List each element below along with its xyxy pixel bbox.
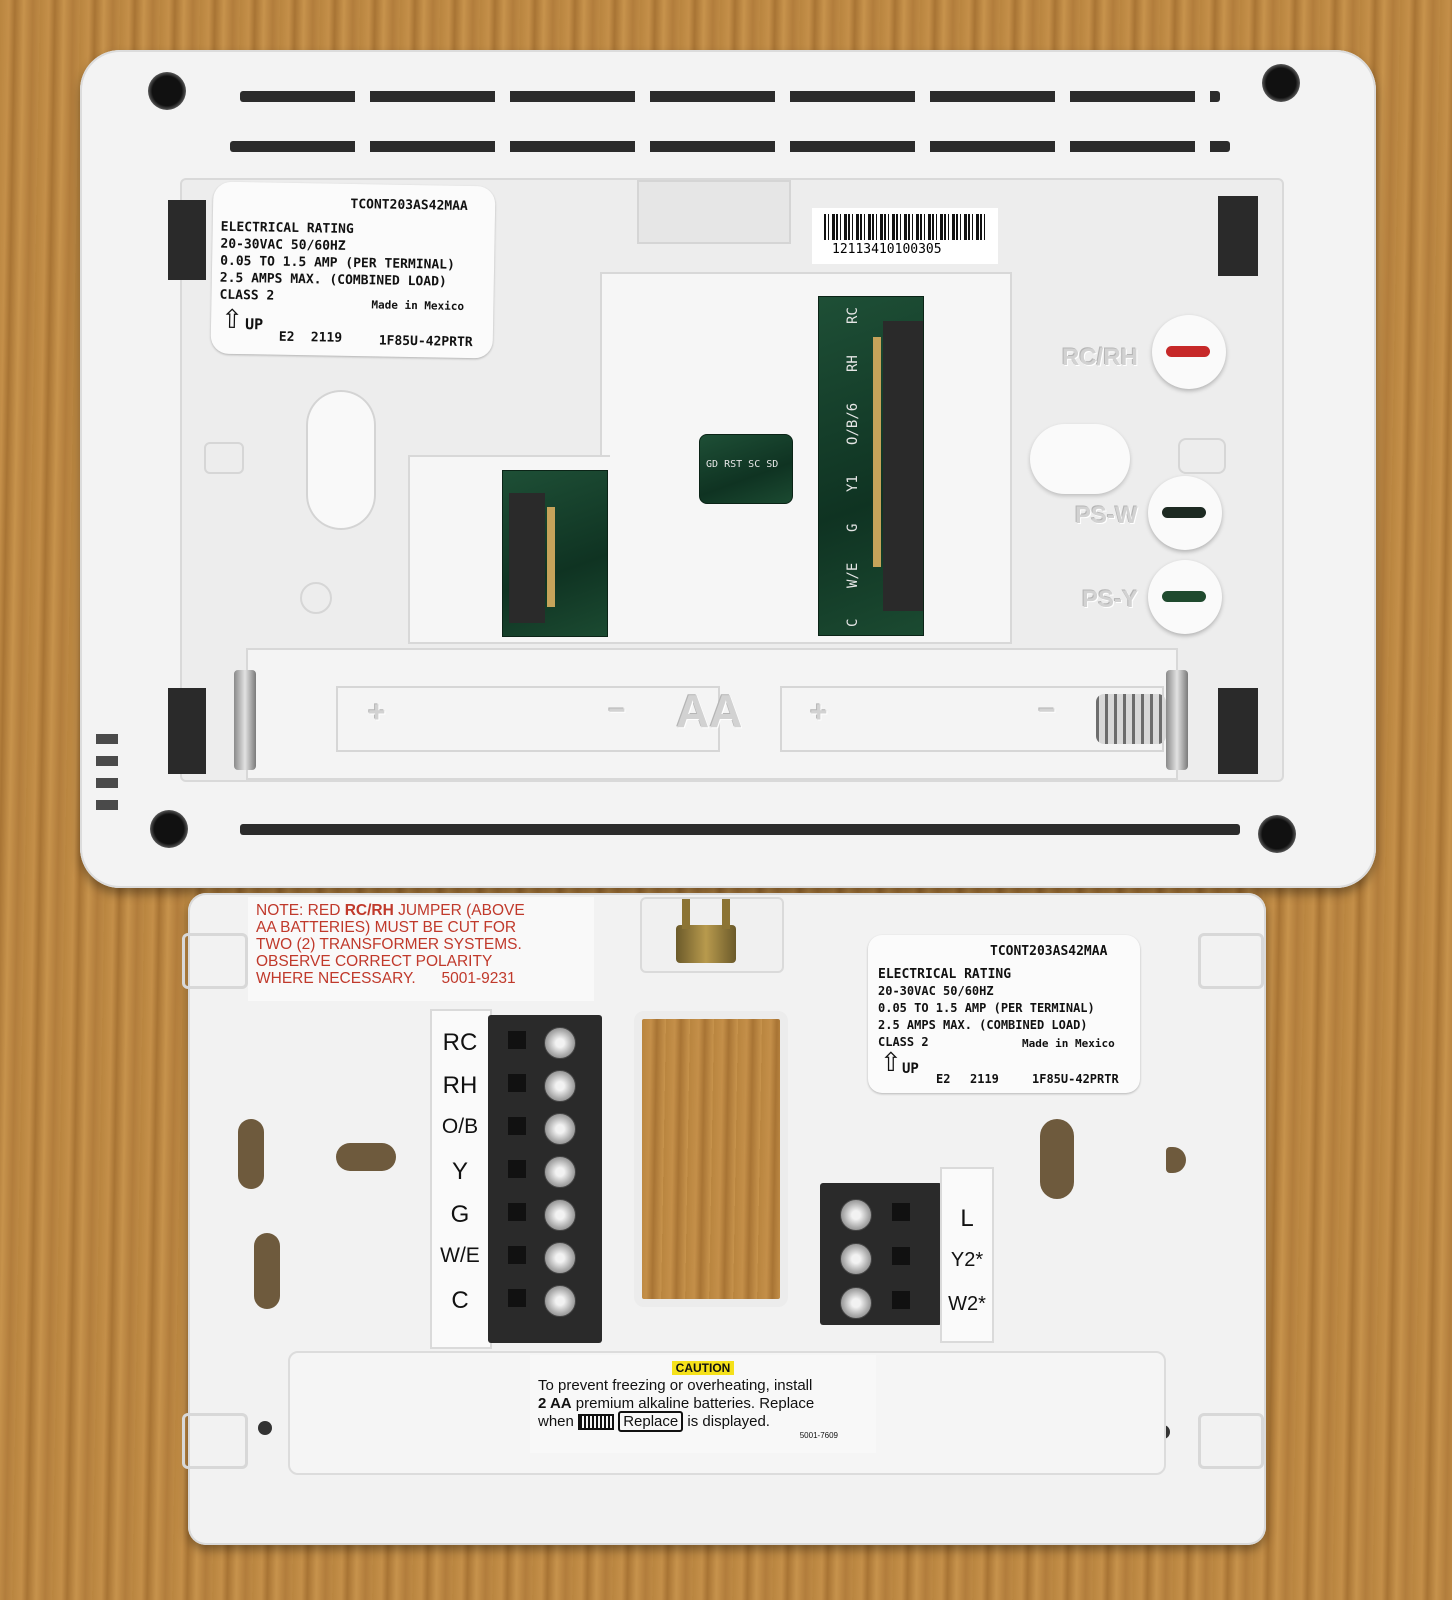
up-arrow-icon: ⇧ (880, 1047, 902, 1077)
terminal-label-y2: Y2* (950, 1249, 984, 1271)
replace-indicator: Replace (618, 1411, 684, 1432)
terminal-label-ob: O/B (441, 1115, 479, 1138)
terminal-screw-ob[interactable] (544, 1113, 576, 1145)
battery-spring (1096, 694, 1166, 744)
battery-contact (1166, 670, 1188, 770)
terminal-label-strip: RC RH O/B Y G W/E C (430, 1009, 492, 1349)
round-button (1030, 424, 1130, 494)
mounting-slot (1040, 1119, 1074, 1199)
ps-w-switch[interactable] (1148, 476, 1222, 550)
thermostat-housing: TCONT203AS42MAA ELECTRICAL RATING 20-30V… (80, 50, 1376, 888)
rc-rh-jumper[interactable] (1152, 315, 1226, 389)
mounting-slot (336, 1143, 396, 1171)
bottom-vents (240, 824, 1240, 835)
terminal-label-rc: RC (442, 1029, 478, 1056)
terminal-label-c: C (451, 1287, 469, 1314)
screw-hole (1258, 815, 1296, 853)
wall-base-plate: NOTE: RED RC/RH JUMPER (ABOVE AA BATTERI… (182, 893, 1266, 1545)
terminal-label-w2: W2* (948, 1293, 986, 1315)
terminal-screw-we[interactable] (544, 1242, 576, 1274)
ps-y-switch[interactable] (1148, 560, 1222, 634)
terminal-label-we: W/E (440, 1244, 480, 1267)
rating-label: TCONT203AS42MAA ELECTRICAL RATING 20-30V… (210, 181, 496, 359)
top-vents (230, 85, 1230, 195)
terminal-screw-c[interactable] (544, 1285, 576, 1317)
barcode (824, 214, 986, 240)
terminal-label-g: G (450, 1201, 470, 1228)
terminal-screw-rh[interactable] (544, 1070, 576, 1102)
model-number: TCONT203AS42MAA (990, 944, 1108, 959)
up-arrow-icon: ⇧ (220, 303, 244, 335)
battery-compartment: + − AA + − (234, 648, 1188, 780)
brass-clip (640, 897, 784, 973)
terminal-screw-rc[interactable] (544, 1027, 576, 1059)
barcode-label: 12113410100305 (812, 208, 998, 264)
ps-y-label: PS-Y (1082, 586, 1139, 613)
rc-rh-label: RC/RH (1062, 344, 1138, 371)
aux-label-strip: L Y2* W2* (940, 1167, 994, 1343)
terminal-screw-l[interactable] (840, 1199, 872, 1231)
model-number: TCONT203AS42MAA (350, 196, 468, 214)
pcb-connector-left (502, 470, 608, 637)
terminal-label-l: L (960, 1205, 974, 1232)
battery-icon (578, 1414, 615, 1431)
rating-label: TCONT203AS42MAA ELECTRICAL RATING 20-30V… (868, 935, 1140, 1093)
mounting-slot (238, 1119, 264, 1189)
aa-battery-label: AA (676, 685, 743, 737)
battery-contact (234, 670, 256, 770)
mounting-slot (254, 1233, 280, 1309)
terminal-screw-w2[interactable] (840, 1287, 872, 1319)
barcode-number: 12113410100305 (832, 242, 942, 257)
screw-hole (1262, 64, 1300, 102)
screw-hole (150, 810, 188, 848)
terminal-screw-y2[interactable] (840, 1243, 872, 1275)
main-terminal-block (488, 1015, 602, 1343)
pcb-dip-header: GD RST SC SD (699, 434, 793, 504)
caution-label: CAUTION To prevent freezing or overheati… (530, 1355, 876, 1453)
wire-opening (634, 1011, 788, 1307)
screw-hole (148, 72, 186, 110)
jumper-note-label: NOTE: RED RC/RH JUMPER (ABOVE AA BATTERI… (248, 897, 594, 1001)
terminal-label-y: Y (451, 1158, 468, 1185)
pcb-terminal-board: C W/E G Y1 O/B/6 RH RC (818, 296, 924, 636)
terminal-label-rh: RH (442, 1072, 478, 1099)
terminal-screw-g[interactable] (544, 1199, 576, 1231)
mounting-slot (306, 390, 376, 530)
ps-w-label: PS-W (1075, 502, 1138, 529)
aux-terminal-block (820, 1183, 942, 1325)
inner-panel: TCONT203AS42MAA ELECTRICAL RATING 20-30V… (168, 178, 1284, 782)
wiring-cutout (600, 272, 1012, 644)
terminal-screw-y[interactable] (544, 1156, 576, 1188)
caution-title: CAUTION (671, 1361, 735, 1375)
